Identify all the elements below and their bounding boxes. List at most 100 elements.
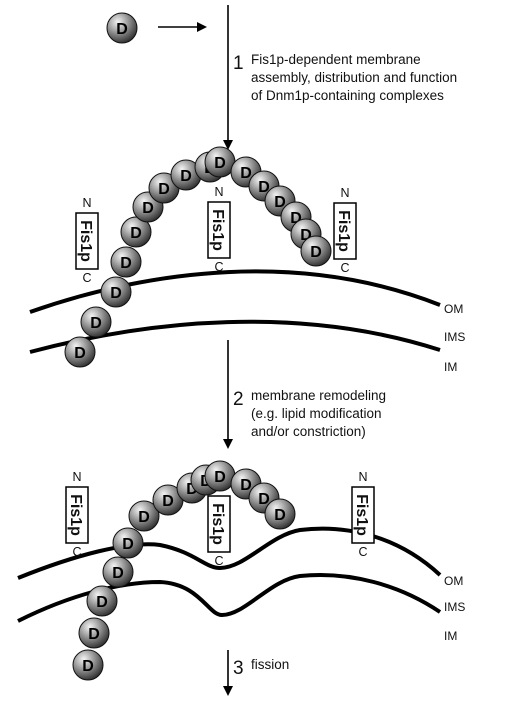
dnm1p-spheres: DDDDDDDDDDDDDDDDDDDDDDDDDDDDDD <box>64 12 332 681</box>
step-2-line-1: membrane remodeling <box>251 388 386 403</box>
step-2-line-3: and/or constriction) <box>251 424 366 439</box>
dnm1p-letter: D <box>120 255 132 272</box>
dnm1p-letter: D <box>186 481 198 498</box>
label-im-top: IM <box>444 360 457 374</box>
fis1p-box <box>207 495 231 553</box>
fis1p-n-terminus: N <box>72 470 81 484</box>
fis1p-c-terminus: C <box>72 545 81 559</box>
fis1p-n-terminus: N <box>358 470 367 484</box>
dnm1p-letter: D <box>96 594 108 611</box>
step-3-number: 3 <box>233 658 244 679</box>
fis1p-label: Fis1p <box>209 209 226 251</box>
dnm1p-letter: D <box>300 227 312 244</box>
dnm1p-sphere: D <box>110 246 142 278</box>
dnm1p-letter: D <box>240 165 252 182</box>
fis1p-label: Fis1p <box>353 494 370 536</box>
dnm1p-sphere: D <box>300 235 332 267</box>
dnm1p-letter: D <box>162 493 174 510</box>
fis1p-receptors: NCFis1pNCFis1pNCFis1pNCFis1pNCFis1pNCFis… <box>65 185 375 568</box>
step-1-number: 1 <box>233 53 244 74</box>
fis1p-box <box>75 212 99 270</box>
step-3-annotation: 3 fission <box>233 657 289 679</box>
step-3-line-1: fission <box>251 657 289 672</box>
step-1-line-2: assembly, distribution and function <box>251 70 457 85</box>
step-2-annotation: 2 membrane remodeling (e.g. lipid modifi… <box>233 388 386 439</box>
step-2-line-2: (e.g. lipid modification <box>251 406 382 421</box>
dnm1p-letter: D <box>74 345 86 362</box>
step-1-line-3: of Dnm1p-containing complexes <box>251 88 444 103</box>
fis1p-receptor: N C Fis1p <box>75 196 99 285</box>
dnm1p-group-free: D <box>106 12 138 44</box>
fis1p-c-terminus: C <box>340 261 349 275</box>
dnm1p-letter: D <box>214 469 226 486</box>
dnm1p-letter: D <box>180 168 192 185</box>
fis1p-label: Fis1p <box>67 494 84 536</box>
fis1p-label: Fis1p <box>335 210 352 252</box>
dnm1p-letter: D <box>310 244 322 261</box>
dnm1p-sphere: D <box>152 484 184 516</box>
dnm1p-sphere: D <box>100 276 132 308</box>
fis1p-c-terminus: C <box>82 271 91 285</box>
dnm1p-letter: D <box>142 200 154 217</box>
dnm1p-letter: D <box>274 194 286 211</box>
dnm1p-sphere: D <box>112 527 144 559</box>
fis1p-box <box>351 486 375 544</box>
dnm1p-letter: D <box>90 315 102 332</box>
dnm1p-letter: D <box>214 155 226 172</box>
label-ims-bottom: IMS <box>444 600 465 614</box>
fis1p-receptor: N C Fis1p <box>351 470 375 559</box>
dnm1p-sphere: D <box>264 498 296 530</box>
inner-membrane-bottom <box>17 573 442 623</box>
dnm1p-sphere: D <box>106 12 138 44</box>
dnm1p-letter: D <box>274 507 286 524</box>
label-im-bottom: IM <box>444 629 457 643</box>
fis1p-c-terminus: C <box>214 260 223 274</box>
fis1p-c-terminus: C <box>358 545 367 559</box>
fis1p-label: Fis1p <box>77 220 94 262</box>
dnm1p-sphere: D <box>204 146 236 178</box>
dnm1p-letter: D <box>290 210 302 227</box>
fis1p-n-terminus: N <box>214 185 223 199</box>
step-1-line-1: Fis1p-dependent membrane <box>251 52 421 67</box>
dnm1p-sphere: D <box>64 336 96 368</box>
fis1p-receptor: N C Fis1p <box>65 470 89 559</box>
label-ims-top: IMS <box>444 330 465 344</box>
outer-membrane-top <box>29 269 441 314</box>
dnm1p-letter: D <box>122 536 134 553</box>
dnm1p-sphere: D <box>78 617 110 649</box>
label-om-bottom: OM <box>444 574 463 588</box>
dnm1p-letter: D <box>112 565 124 582</box>
fis1p-receptor: N C Fis1p <box>333 186 357 275</box>
dnm1p-letter: D <box>138 509 150 526</box>
fis1p-n-terminus: N <box>340 186 349 200</box>
fis1p-label: Fis1p <box>209 503 226 545</box>
step-2-number: 2 <box>233 389 244 410</box>
dnm1p-sphere: D <box>86 585 118 617</box>
dnm1p-letter: D <box>130 225 142 242</box>
label-om-top: OM <box>444 302 463 316</box>
dnm1p-letter: D <box>158 181 170 198</box>
dnm1p-sphere: D <box>128 500 160 532</box>
dnm1p-sphere: D <box>80 306 112 338</box>
dnm1p-letter: D <box>258 491 270 508</box>
dnm1p-letter: D <box>240 477 252 494</box>
fis1p-box <box>207 201 231 259</box>
fis1p-receptor: N C Fis1p <box>207 185 231 274</box>
dnm1p-sphere: D <box>102 556 134 588</box>
dnm1p-letter: D <box>116 21 128 38</box>
dnm1p-letter: D <box>88 626 100 643</box>
fis1p-n-terminus: N <box>82 196 91 210</box>
fis1p-box <box>333 202 357 260</box>
fis1p-box <box>65 486 89 544</box>
dnm1p-letter: D <box>82 658 94 675</box>
dnm1p-letter: D <box>258 179 270 196</box>
dnm1p-letter: D <box>110 285 122 302</box>
step-1-annotation: 1 Fis1p-dependent membrane assembly, dis… <box>233 52 457 103</box>
dnm1p-sphere: D <box>72 649 104 681</box>
dnm1p-sphere: D <box>204 460 236 492</box>
